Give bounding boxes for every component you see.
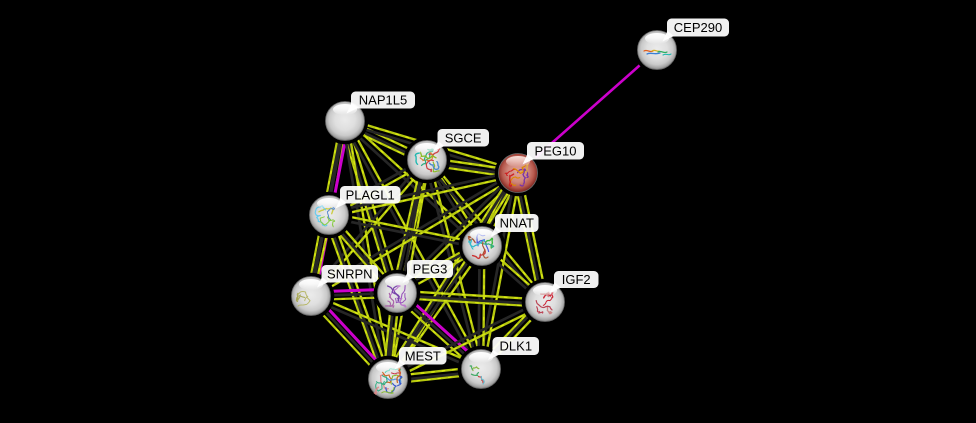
svg-text:IGF2: IGF2 (562, 272, 591, 287)
svg-text:PLAGL1: PLAGL1 (346, 187, 395, 202)
svg-text:DLK1: DLK1 (500, 339, 533, 354)
svg-text:PEG10: PEG10 (535, 143, 577, 158)
svg-text:CEP290: CEP290 (674, 20, 722, 35)
svg-text:MEST: MEST (405, 348, 441, 363)
svg-text:NNAT: NNAT (500, 216, 534, 231)
svg-text:SGCE: SGCE (445, 130, 482, 145)
svg-text:SNRPN: SNRPN (327, 266, 373, 281)
svg-text:PEG3: PEG3 (413, 262, 448, 277)
svg-text:NAP1L5: NAP1L5 (359, 93, 407, 108)
